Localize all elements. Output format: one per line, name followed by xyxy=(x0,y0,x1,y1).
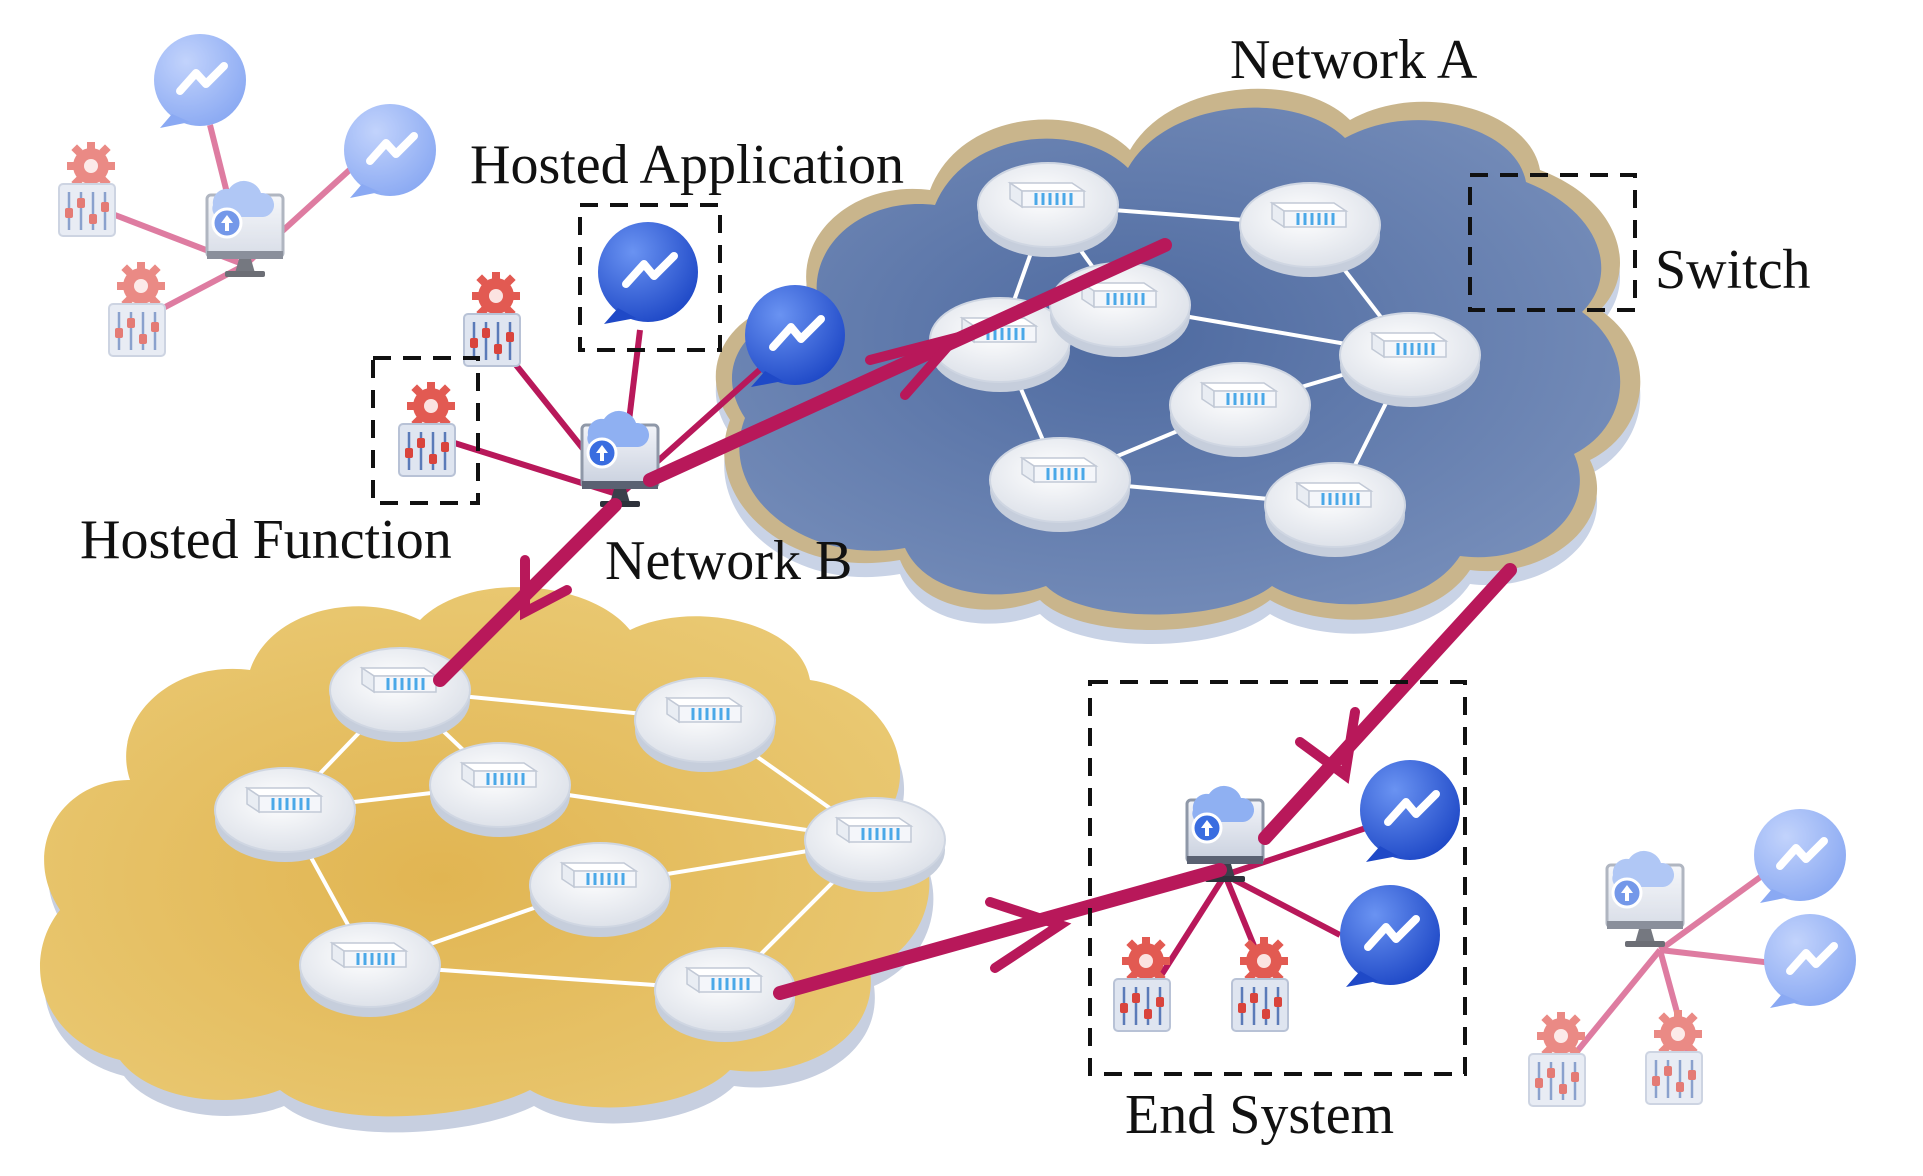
network-a-cloud xyxy=(715,88,1641,644)
switch-node xyxy=(528,841,672,939)
switch-node xyxy=(988,436,1132,534)
host-center xyxy=(397,222,845,509)
hosted-application-box xyxy=(578,203,722,352)
switch-node xyxy=(1168,361,1312,459)
switch-node xyxy=(213,766,357,864)
data-path xyxy=(433,238,1517,1000)
switch-node xyxy=(633,676,777,774)
label-hosted-application: Hosted Application xyxy=(470,134,904,196)
switch-node xyxy=(1263,461,1407,559)
label-end-system: End System xyxy=(1125,1084,1395,1146)
switch-node xyxy=(1338,311,1482,409)
switch-node xyxy=(976,161,1120,259)
network-b-cloud xyxy=(40,587,934,1133)
label-hosted-function: Hosted Function xyxy=(80,509,452,571)
end-system-bottom-right xyxy=(1527,809,1856,1108)
label-network-a: Network A xyxy=(1230,29,1478,91)
switch-node xyxy=(298,921,442,1019)
hosted-function-box xyxy=(371,356,480,505)
highlight-boxes xyxy=(371,173,1637,1076)
end-system-top-left xyxy=(57,34,436,358)
switch-node xyxy=(1048,261,1192,359)
switch-node xyxy=(1238,181,1382,279)
switch-node xyxy=(428,741,572,839)
label-network-b: Network B xyxy=(605,530,853,592)
switch-node xyxy=(803,796,947,894)
label-switch: Switch xyxy=(1655,239,1811,301)
end-system-box xyxy=(1088,680,1467,1076)
end-system-main xyxy=(1112,760,1460,1033)
